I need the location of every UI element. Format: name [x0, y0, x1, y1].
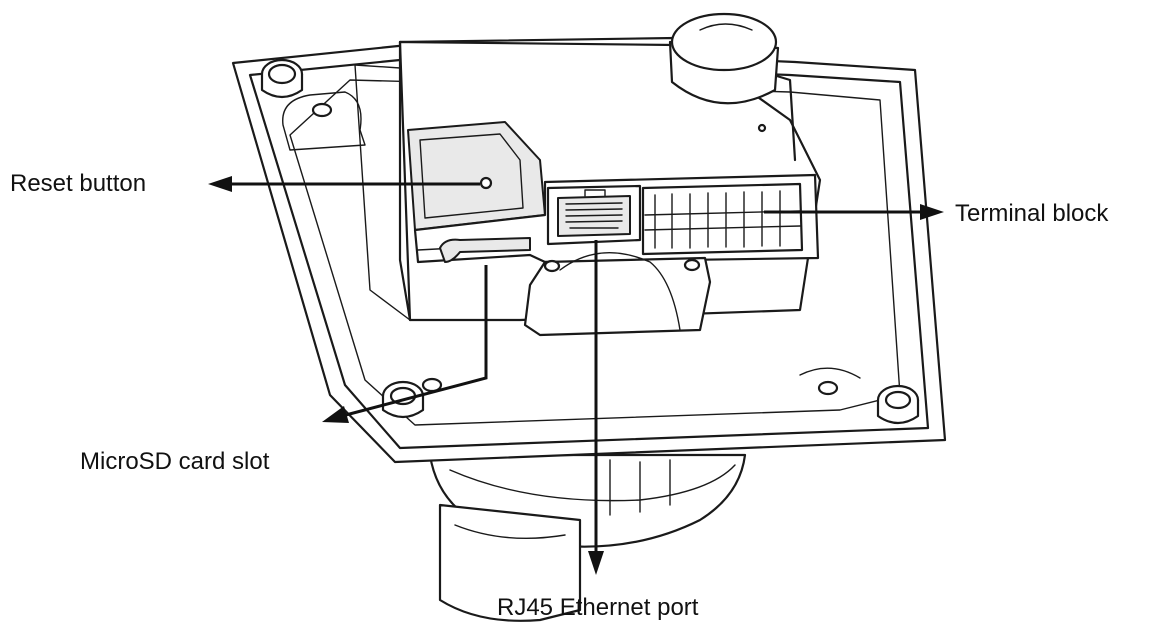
callout-arrows — [208, 176, 944, 575]
terminal-block-label: Terminal block — [955, 200, 1109, 227]
terminal-block-shape — [641, 182, 804, 256]
microsd-arrow — [341, 265, 488, 418]
lens-housing — [428, 453, 747, 622]
rj45-port-shape — [546, 184, 642, 246]
terminal-arrow-head — [920, 204, 944, 220]
rj45-ethernet-port-label: RJ45 Ethernet port — [497, 594, 699, 621]
reset-button-label: Reset button — [10, 170, 147, 197]
reset-button-hole — [479, 176, 493, 190]
reset-arrow-head — [208, 176, 232, 192]
microsd-card-slot-label: MicroSD card slot — [80, 448, 270, 475]
rj45-arrow-head — [588, 551, 604, 575]
camera-body — [354, 12, 822, 337]
microsd-arrow-head — [322, 406, 349, 423]
microsd-slot-shape — [439, 237, 531, 263]
